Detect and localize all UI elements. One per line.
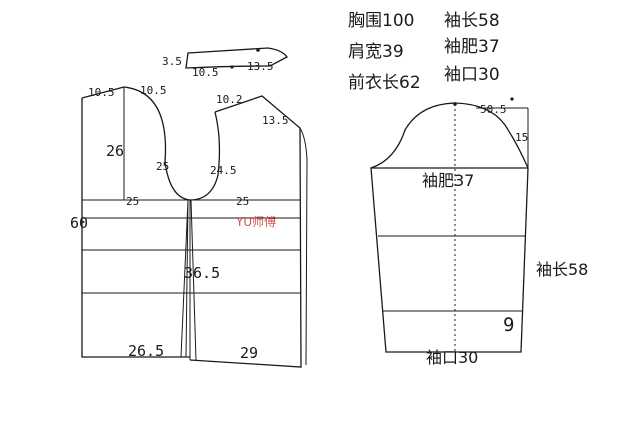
collar-piece: 3.5 10.5 13.5 bbox=[162, 47, 288, 79]
label-armhole-depth: 26 bbox=[106, 142, 124, 160]
sleeve-cap-corner-dot bbox=[510, 97, 514, 101]
label-chest-left: 25 bbox=[126, 195, 139, 208]
collar-notch-dot bbox=[256, 48, 260, 52]
label-right-neck-width: 10.2 bbox=[216, 93, 243, 106]
label-pleat: 36.5 bbox=[184, 264, 220, 282]
bodice-neckline bbox=[164, 111, 221, 201]
collar-notch-dot-2 bbox=[230, 65, 234, 69]
label-left-neck-width: 10.5 bbox=[88, 86, 115, 99]
label-bodice-length: 60 bbox=[70, 214, 88, 232]
bodice-left-shoulder bbox=[81, 86, 125, 99]
label-sleeve-cuff: 袖口30 bbox=[426, 348, 478, 367]
bodice-right-side-seam bbox=[299, 127, 308, 366]
spec-front-length: 前衣长62 bbox=[348, 73, 421, 93]
bodice-left-side bbox=[81, 98, 190, 358]
label-neck-curve-right: 24.5 bbox=[210, 164, 237, 177]
bodice-center-pleat bbox=[180, 199, 197, 361]
spec-bust: 胸围100 bbox=[348, 11, 414, 31]
label-hem-right: 29 bbox=[240, 344, 258, 362]
collar-outer-label: 13.5 bbox=[247, 60, 274, 73]
spec-shoulder: 肩宽39 bbox=[348, 42, 404, 62]
collar-outline bbox=[185, 47, 288, 69]
label-shoulder-slope: 13.5 bbox=[262, 114, 289, 127]
bodice-left-armhole-top bbox=[123, 86, 167, 163]
label-chest-right: 25 bbox=[236, 195, 249, 208]
collar-width-label: 3.5 bbox=[162, 55, 182, 68]
watermark: YU师傅 bbox=[235, 215, 276, 229]
bodice-right-outline bbox=[189, 95, 302, 368]
label-hem-left: 26.5 bbox=[128, 342, 164, 360]
bodice-piece: 10.5 10.5 10.2 13.5 26 25 24.5 25 25 60 … bbox=[70, 84, 308, 368]
spec-cuff: 袖口30 bbox=[444, 65, 500, 85]
spec-sleeve-length: 袖长58 bbox=[444, 11, 500, 31]
spec-list: 胸围100 肩宽39 前衣长62 袖长58 袖肥37 袖口30 bbox=[348, 11, 500, 93]
label-neck-depth-width: 10.5 bbox=[140, 84, 167, 97]
label-cap-curve: 50.5 bbox=[480, 103, 507, 116]
label-cuff-depth: 9 bbox=[503, 314, 514, 336]
label-sleeve-length: 袖长58 bbox=[536, 260, 588, 279]
collar-inner-label: 10.5 bbox=[192, 66, 219, 79]
sleeve-piece: 50.5 15 袖肥37 袖长58 9 袖口30 bbox=[370, 97, 588, 367]
spec-bicep: 袖肥37 bbox=[444, 37, 500, 57]
label-sleeve-bicep: 袖肥37 bbox=[422, 171, 474, 190]
label-neck-curve-left: 25 bbox=[156, 160, 169, 173]
label-cap-height: 15 bbox=[515, 131, 528, 144]
